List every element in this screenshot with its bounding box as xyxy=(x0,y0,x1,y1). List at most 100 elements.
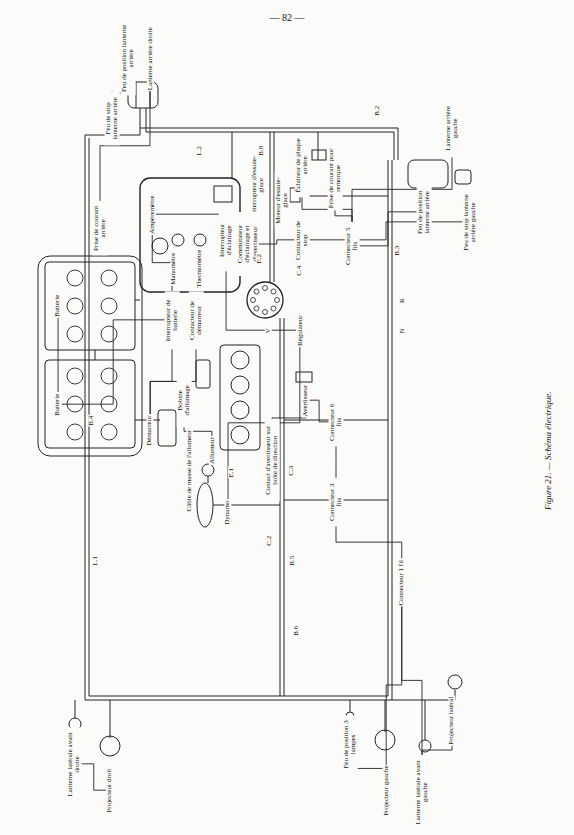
component-label: Feu de stop lanterne arrière gauche xyxy=(463,185,478,259)
component-name: Contacteur de démarreur xyxy=(188,300,203,339)
stop-lamp xyxy=(455,170,471,184)
component-name: Allumeur xyxy=(207,437,215,464)
component-name: Démarreur xyxy=(145,415,153,445)
component-name: Projecteur latéral xyxy=(447,696,455,744)
component-label: Contacteur de démarreur xyxy=(189,291,204,349)
trailer-socket xyxy=(312,150,326,160)
wire-code: N xyxy=(398,327,405,334)
instrument-panel xyxy=(140,178,240,292)
component-name: Feu de stop lanterne arrière xyxy=(104,97,119,140)
component-name: Prise de courant pour remorque xyxy=(327,148,342,208)
spot-lamp xyxy=(448,675,462,689)
wire-connector xyxy=(81,764,106,790)
ignition-coil xyxy=(196,360,210,388)
battery-cell xyxy=(67,298,83,314)
component-label: Manomètre xyxy=(170,251,177,285)
wire-connector xyxy=(336,526,402,559)
battery-cell xyxy=(67,368,83,384)
component-name: Manomètre xyxy=(169,252,177,284)
component-label: Interrupteur d'essuie-glace xyxy=(251,153,266,217)
component-name: Dynamo xyxy=(223,500,231,524)
wire-connector xyxy=(352,157,452,222)
figure-caption: Figure 21. — Schéma électrique. xyxy=(543,390,552,511)
wire-connector xyxy=(259,240,295,244)
battery-cell xyxy=(101,270,117,286)
component-label: Lanterne latérale avant droite xyxy=(67,727,82,801)
headlamp xyxy=(100,736,120,756)
component-label: Démarreur xyxy=(146,414,153,446)
wire-code: B.3 xyxy=(394,244,401,256)
horn xyxy=(296,372,312,382)
wire-code: B.6 xyxy=(293,624,300,636)
component-name: Avertisseur xyxy=(301,384,309,416)
wire-code: B.8 xyxy=(258,144,265,156)
component-label: Allumeur xyxy=(208,436,215,465)
component-name: Interrupteur de batterie xyxy=(164,299,179,341)
component-name: Feu de stop lanterne arrière gauche xyxy=(462,194,477,251)
component-name: Connecteur 5 fils xyxy=(344,227,359,265)
wire xyxy=(280,318,281,696)
component-name: Interrupteur d'essuie-glace xyxy=(250,155,265,214)
component-name: Lanterne arrière droite xyxy=(145,27,153,90)
component-label: Lanterne latérale avant gauche xyxy=(415,755,430,829)
component-name: Ampèremètre xyxy=(148,195,156,233)
component-name: Feu de position lanterne arrière xyxy=(416,190,431,233)
component-label: Contact d'avertisseur sur boîte de direc… xyxy=(265,419,280,501)
wire-connector xyxy=(309,222,462,240)
wire-code: E.2 xyxy=(256,252,263,264)
wire-code: E.1 xyxy=(228,466,235,478)
wire xyxy=(300,196,388,197)
component-name: Contact d'avertisseur sur boîte de direc… xyxy=(264,425,279,494)
terminal xyxy=(263,310,268,315)
component-label: Prise de courant pour remorque xyxy=(328,146,343,210)
component-name: Lanterne arrière gauche xyxy=(444,105,459,150)
component-label: Projecteur droit xyxy=(106,767,113,813)
wire-code: C.4 xyxy=(296,264,303,276)
component-label: Batterie xyxy=(54,293,61,317)
component-name: Feu de position 3 lampes xyxy=(342,720,357,768)
dynamo xyxy=(197,483,213,527)
component-name: Projecteur droit xyxy=(105,768,113,812)
component-name: Connecteur 6 fils xyxy=(328,403,343,441)
component-label: Interrupteur d'éclairage xyxy=(219,209,234,271)
wire-code: C.2 xyxy=(266,534,273,546)
wire-code: L.2 xyxy=(196,144,203,156)
component-name: Batterie xyxy=(53,294,61,316)
wire-code: L.1 xyxy=(92,554,99,566)
headlamp xyxy=(375,730,395,750)
component-label: Interrupteur de batterie xyxy=(165,291,180,349)
component-label: Moteur d'essuie-glace xyxy=(275,171,290,229)
terminal xyxy=(271,289,276,294)
wire-code: Câble de masse de l'allumeur xyxy=(186,428,193,512)
component-name: Lanterne latérale avant droite xyxy=(66,732,81,796)
page-number: — 82 — xyxy=(269,13,306,24)
terminal xyxy=(254,306,259,311)
battery-cell xyxy=(67,270,83,286)
component-name: Moteur d'essuie-glace xyxy=(274,177,289,224)
junction-box xyxy=(247,282,283,318)
component-label: Régulateur xyxy=(296,314,303,347)
component-name: Projecteur gauche xyxy=(382,765,390,815)
wire-connector xyxy=(310,400,329,422)
wire-bundle xyxy=(392,160,393,700)
component-name: Bobine d'allumage xyxy=(176,385,191,415)
component-name: Connecteur 3 fils xyxy=(328,483,343,521)
wire-connector xyxy=(386,606,402,764)
component-name: Lanterne latérale avant gauche xyxy=(414,760,429,824)
wire-connector xyxy=(58,317,59,392)
wire-connector xyxy=(336,446,337,478)
wire-code: B.4 xyxy=(88,414,95,426)
battery-cell xyxy=(101,368,117,384)
component-label: Projecteur latéral xyxy=(448,695,455,745)
wire-code: C.3 xyxy=(288,464,295,476)
battery-cell xyxy=(67,326,83,342)
wire-connector xyxy=(422,745,452,755)
component-label: Dynamo xyxy=(224,499,231,525)
wire xyxy=(284,318,285,696)
battery-cell xyxy=(67,424,83,440)
component-name: Connecteur 1 fil xyxy=(397,559,405,605)
wire xyxy=(318,132,319,160)
component-label: Thermomètre xyxy=(196,248,203,288)
component-name: Feu de position lanterne arrière xyxy=(120,24,135,91)
